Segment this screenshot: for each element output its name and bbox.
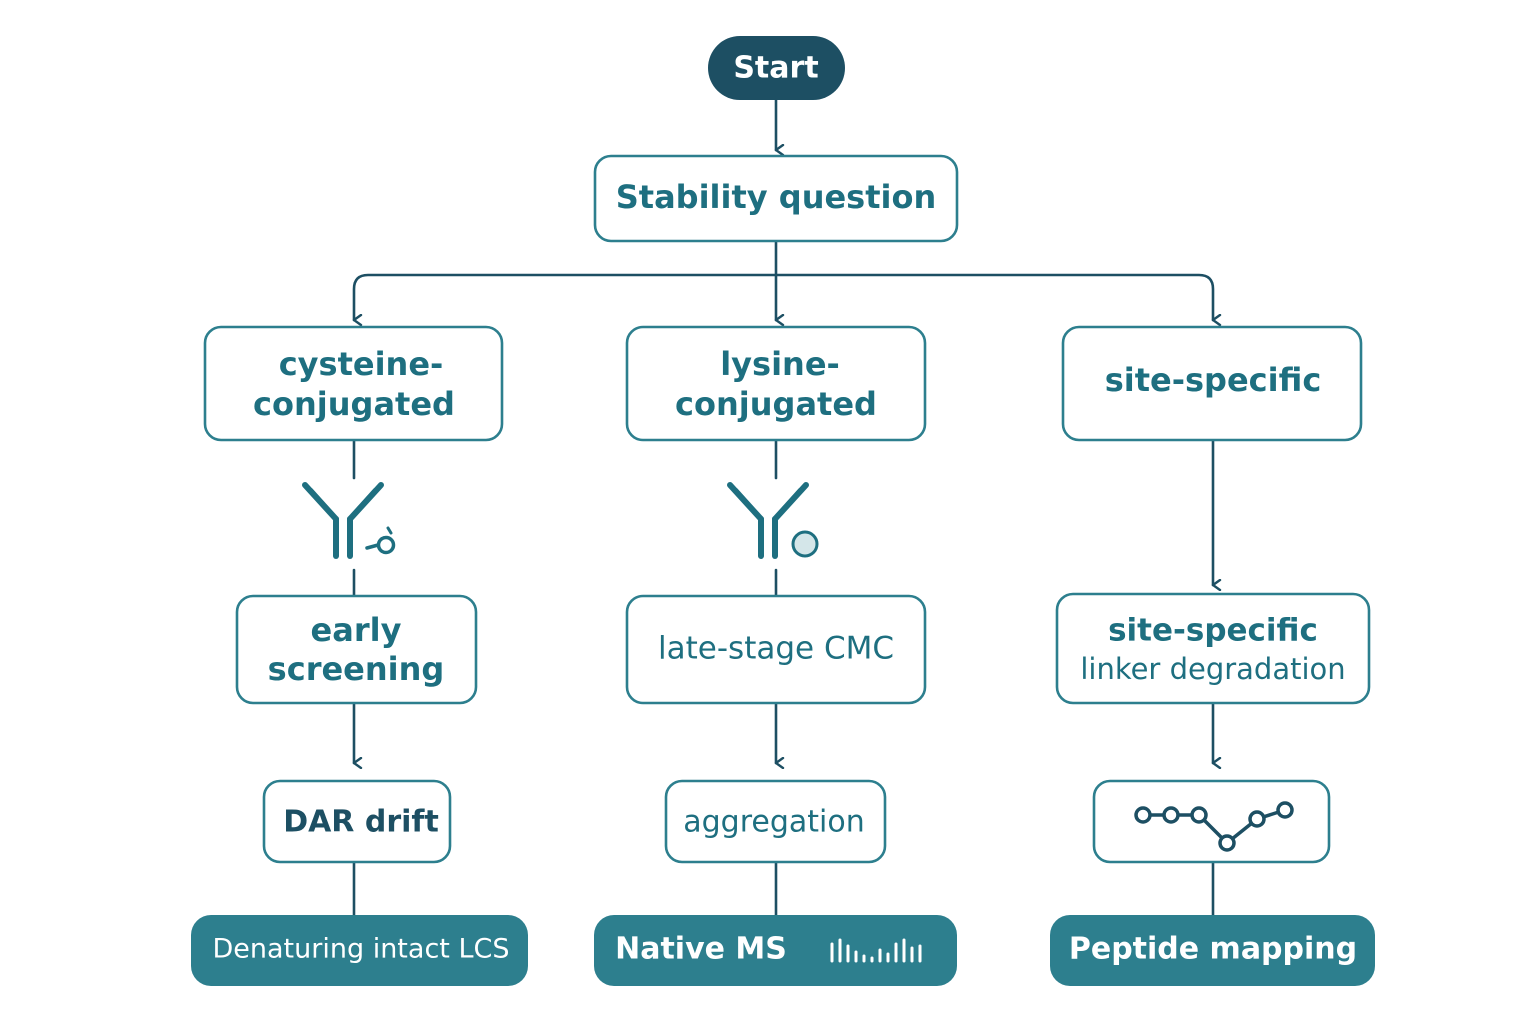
cysteine-label-line-2: conjugated (253, 385, 455, 423)
peptide-chain-icon (1134, 801, 1294, 852)
cysteine-conjugated-node: cysteine- conjugated (203, 325, 504, 442)
denaturing-intact-lcs-node: Denaturing intact LCS (191, 915, 528, 986)
native-ms-label: Native MS (615, 932, 787, 967)
late-stage-cmc-node: late-stage CMC (625, 594, 927, 705)
lysine-conjugated-node: lysine- conjugated (625, 325, 927, 442)
antibody-with-circle-payload-icon (727, 482, 819, 559)
denaturing-intact-lcs-label: Denaturing intact LCS (213, 934, 510, 965)
spectrum-bars-icon (830, 938, 922, 963)
connectors (352, 98, 1213, 917)
peptide-mapping-label: Peptide mapping (1069, 932, 1357, 967)
dar-drift-label: DAR drift (283, 805, 439, 840)
early-screening-node: early screening (235, 594, 478, 705)
early-screening-line-2: screening (268, 650, 445, 688)
site-specific-label: site-specific (1105, 361, 1322, 399)
site-specific-node: site-specific (1061, 325, 1363, 442)
antibody-with-small-payload-icon (302, 482, 396, 559)
peptide-mapping-node: Peptide mapping (1050, 915, 1375, 986)
dar-drift-node: DAR drift (262, 779, 452, 864)
aggregation-label: aggregation (683, 805, 865, 840)
lysine-label-line-2: conjugated (675, 385, 877, 423)
start-label: Start (733, 51, 818, 86)
late-stage-cmc-label: late-stage CMC (658, 631, 894, 667)
site-specific-linker-line-2: linker degradation (1080, 652, 1345, 686)
native-ms-node: Native MS (594, 915, 957, 986)
edge-to-cysteine (352, 273, 778, 320)
cysteine-label-line-1: cysteine- (279, 345, 444, 383)
stability-question-label: Stability question (616, 178, 937, 216)
site-specific-linker-line-1: site-specific (1108, 613, 1318, 649)
early-screening-line-1: early (311, 611, 402, 649)
aggregation-node: aggregation (664, 779, 887, 864)
site-specific-linker-node: site-specific linker degradation (1055, 592, 1371, 705)
stability-question-node: Stability question (593, 154, 959, 243)
peptide-chain-node (1092, 779, 1331, 864)
start-node: Start (708, 36, 845, 100)
lysine-label-line-1: lysine- (720, 345, 840, 383)
edge-to-site-specific (774, 273, 1213, 320)
